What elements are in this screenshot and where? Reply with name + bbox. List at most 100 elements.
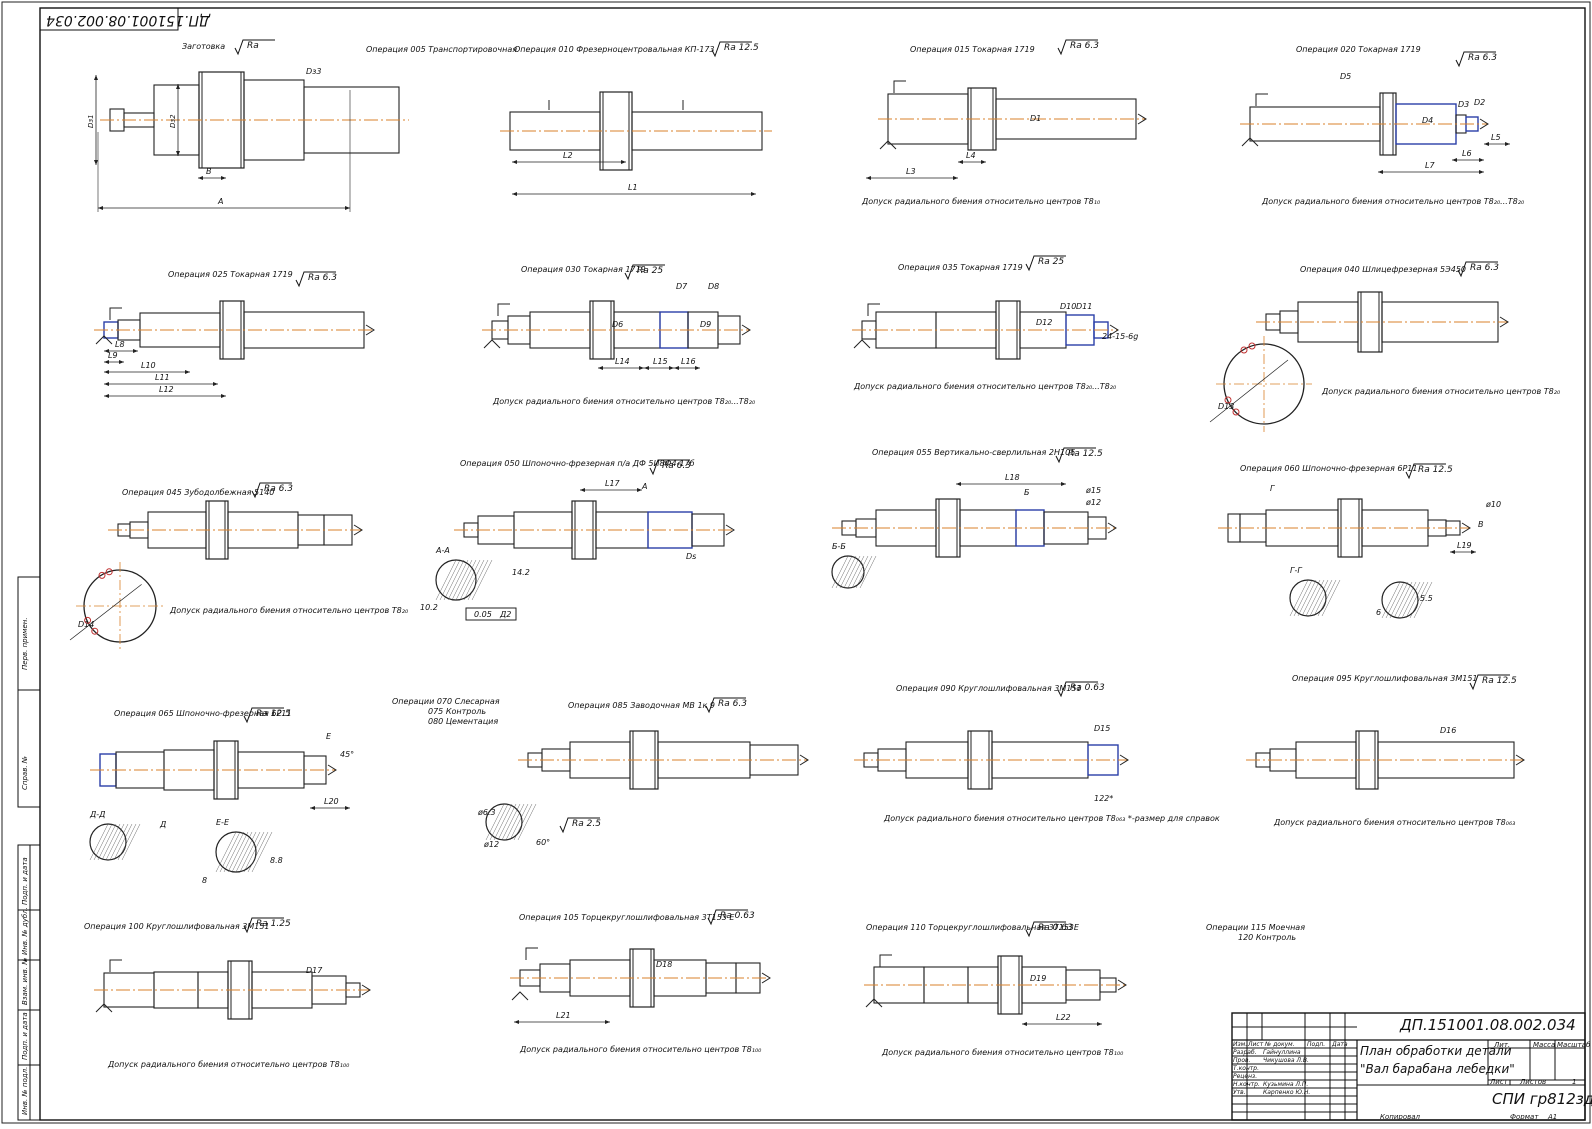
op065-section-e-hatch [239, 831, 261, 873]
op105-center-tip [761, 972, 771, 984]
op050-section-hatch [471, 559, 493, 601]
op045-gear-tooth-mark [84, 616, 92, 624]
op065-mark-d: Д [160, 820, 167, 829]
op-note: Допуск радиального биения относительно ц… [854, 382, 1117, 391]
op045-gear-tooth-mark [98, 571, 106, 579]
op030-support [483, 339, 501, 349]
op055-section: Б-Б [832, 542, 846, 551]
op020-center-tip [1479, 118, 1489, 130]
stamp-sign-date-2: Подп. и дата [21, 1012, 29, 1060]
op-title: Операция 060 Шпоночно-фрезерная 6Р11 [1240, 464, 1418, 473]
op025-dim-l12-arrow [104, 394, 109, 398]
blank-dim-dz3: Dз3 [306, 67, 322, 76]
op050-section: А-А [436, 546, 450, 555]
op050-dim-ds: Ds [686, 552, 697, 561]
op-title: Операция 020 Токарная 1719 [1296, 45, 1421, 54]
roughness-label-symbol [243, 917, 284, 934]
op065-dim-8: 8 [202, 876, 208, 885]
op090-dim-d15: D15 [1094, 724, 1111, 733]
op100-dim-d17: D17 [306, 966, 323, 975]
op065-section-e: Е-Е [216, 818, 229, 827]
op065-section-e-hatch [235, 831, 257, 873]
copied-label: Копировал [1380, 1113, 1420, 1121]
op105-support [511, 991, 529, 1001]
tb-col-sign: Подп. [1307, 1041, 1326, 1048]
op025-center-tip [365, 324, 375, 336]
roughness-label-symbol [649, 459, 690, 476]
op-note: Допуск радиального биения относительно ц… [108, 1060, 350, 1069]
roughness-label: Ra 6.3 [662, 461, 691, 471]
op035-dim-d10: D10 [1060, 302, 1077, 311]
roughness-label-symbol [707, 909, 748, 926]
op-title: Операция 105 Торцекруглошлифовальная 3Т1… [519, 913, 735, 922]
op060-section: Г-Г [1290, 566, 1302, 575]
op-title: Операция 110 Торцекруглошлифовальная 3Т1… [866, 923, 1079, 932]
op020-support [1241, 137, 1259, 147]
stamp-repl-no: Взам. инв. № [21, 957, 29, 1005]
op025-chuck-mark [109, 307, 122, 320]
op060-section-hatch [1317, 579, 1337, 617]
op025-dim-l12-arrow [221, 394, 226, 398]
tb-col-sheet: Лист [1248, 1041, 1264, 1048]
op030-step [717, 315, 741, 345]
stamp-first-use: Перв. примен. [21, 617, 29, 670]
op065-dim-l20-arrow [310, 806, 315, 810]
op040-spline: D13 [1218, 402, 1235, 411]
op060-section-b-hatch [1389, 581, 1409, 619]
stamp-dup-no: Инв. № дубл. [21, 907, 29, 955]
op065-dim-8-8: 8.8 [270, 856, 283, 865]
op015-dim-l4-arrow [958, 160, 963, 164]
op030-dim-l16-arrow [695, 366, 700, 370]
op020-dim-l7-arrow [1479, 170, 1484, 174]
op085-center-hole-hatch [509, 803, 529, 841]
op-title: Операция 025 Токарная 1719 [168, 270, 293, 279]
blank-dim-a-arrow [98, 206, 103, 210]
op020-dim-l5-arrow [1505, 142, 1510, 146]
side-stamp [17, 576, 41, 1121]
op095-dim-d16: D16 [1440, 726, 1457, 735]
op085-center-hole-hatch [485, 803, 505, 841]
op-note: Допуск радиального биения относительно ц… [1274, 818, 1516, 827]
blank-dim-b: B [206, 167, 212, 176]
op060-section-hatch [1321, 579, 1341, 617]
stamp-sign-date-1: Подп. и дата [21, 857, 29, 905]
op-title: Операция 005 Транспортировочная [366, 45, 518, 54]
roughness-label: Ra 6.3 [264, 484, 293, 494]
op050-section-hatch [455, 559, 477, 601]
top-code-box [39, 7, 179, 31]
op030-center-tip [741, 324, 751, 336]
op040-spline-tooth-mark [1232, 408, 1240, 416]
op110-dim-l22-arrow [1097, 1022, 1102, 1026]
op015-dim-l4-arrow [981, 160, 986, 164]
tb-role-tkontr: Т.контр. [1233, 1065, 1260, 1072]
op020-dim-d2: D2 [1474, 98, 1486, 107]
op025-dim-l8-arrow [104, 349, 109, 353]
roughness-label: Ra 0.63 [1070, 683, 1105, 693]
list-label: Лист [1490, 1078, 1508, 1086]
op030-dim-d6: D6 [612, 320, 624, 329]
op085-center-hole-hatch [493, 803, 513, 841]
op020-dim-l5-arrow [1484, 142, 1489, 146]
op050-dim-14-2: 14.2 [512, 568, 530, 577]
op065-section-e-hatch [231, 831, 253, 873]
op055-section-hatch [843, 555, 861, 589]
op055-dim-l18-arrow [1061, 482, 1066, 486]
tb-name-prov: Чикушова Л.В. [1263, 1057, 1309, 1064]
op010-dim-l2-arrow [512, 160, 517, 164]
organization: СПИ гр812здy [1492, 1090, 1592, 1108]
op-title: Операция 045 Зубодолбежная 5140 [122, 488, 275, 497]
op025-dim-l10: L10 [141, 361, 156, 370]
op-title: Операция 095 Круглошлифовальная 3М151 [1292, 674, 1478, 683]
op050-section-hatch [447, 559, 469, 601]
op050-section-hatch [459, 559, 481, 601]
title-line-1: План обработки детали [1360, 1044, 1512, 1058]
roughness-label: Ra 6.3 [1070, 41, 1099, 51]
op050-dim-l17-arrow [637, 488, 642, 492]
op035-center-tip [1109, 324, 1119, 336]
op055-center-tip [1107, 522, 1117, 534]
op085-dim-d12: ø12 [484, 840, 500, 849]
op025-dim-l10-arrow [104, 370, 109, 374]
op065-section-e-hatch [227, 831, 249, 873]
op070-title: Операции 070 Слесарная [392, 697, 500, 706]
